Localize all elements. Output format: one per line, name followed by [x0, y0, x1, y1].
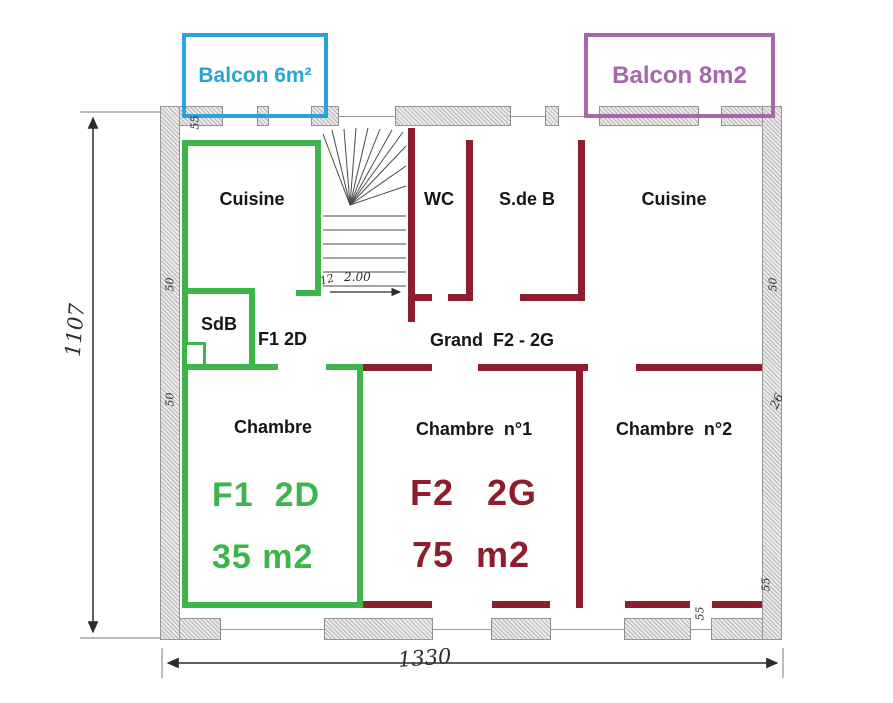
room-label-chambre-f1: Chambre: [233, 417, 313, 437]
f2-wc-wall-bottom-b: [448, 294, 473, 301]
wall-left: [160, 106, 180, 640]
staircase: [322, 127, 407, 287]
dim-stair-count: 12: [318, 271, 336, 288]
room-label-cuisine-left: Cuisine: [219, 189, 285, 209]
f2-hall-wall-a: [363, 364, 432, 371]
window: [432, 618, 492, 640]
f1-sdb-wall-right: [249, 288, 255, 370]
dim-left-lower: 50: [163, 392, 177, 407]
dim-wall-top-left: 55: [188, 115, 202, 130]
f2-wall-bottom-b: [492, 601, 550, 608]
f1-code: F1 2D: [212, 476, 321, 514]
room-label-chambre-1: Chambre n°1: [415, 419, 533, 439]
balcony-right-label: Balcon 8m2: [612, 61, 747, 89]
hall-label-f2: Grand F2 - 2G: [430, 330, 555, 350]
f2-hall-wall-c: [636, 364, 762, 371]
window: [220, 618, 325, 640]
room-label-cuisine-right: Cuisine: [641, 189, 707, 209]
unit-label-f1: F1 2D: [258, 329, 308, 349]
room-label-sdb: SdB: [201, 314, 237, 334]
window: [550, 618, 625, 640]
f2-wall-bottom-d: [712, 601, 762, 608]
f2-code: F2 2G: [410, 472, 538, 513]
f2-wall-bottom-a: [363, 601, 432, 608]
f2-wc-wall-bottom-a: [408, 294, 432, 301]
dim-overall-height: 1107: [60, 302, 90, 358]
balcony-right-box: Balcon 8m2: [584, 33, 775, 118]
balcony-left-box: Balcon 6m²: [182, 33, 328, 118]
f1-wall-top: [182, 140, 321, 146]
f1-wall-bottom: [182, 602, 363, 608]
f2-area: 75 m2: [412, 534, 531, 575]
f2-chambre-divider: [576, 364, 583, 608]
room-label-chambre-2: Chambre n°2: [615, 419, 733, 439]
dim-bottom-right: 55: [693, 606, 707, 621]
f2-wc-sdb-divider: [466, 140, 473, 298]
window: [338, 106, 396, 126]
window: [510, 106, 546, 126]
f1-wall-left: [182, 140, 188, 608]
wall-right: [762, 106, 782, 640]
f1-area: 35 m2: [212, 538, 314, 576]
f1-wall-stair-side: [315, 140, 321, 296]
room-label-wc: WC: [424, 189, 454, 209]
dim-right-upper: 50: [766, 277, 780, 292]
f2-sdb-wall-bottom: [520, 294, 585, 301]
dim-left-upper: 50: [163, 277, 177, 292]
f2-sdb-cuisine-divider: [578, 140, 585, 300]
f1-chambre-wall-top-a: [182, 364, 278, 370]
f2-wall-bottom-c: [625, 601, 690, 608]
window: [690, 618, 712, 640]
dim-stair-length: 2.00: [344, 270, 371, 284]
f1-wall-right: [357, 364, 363, 608]
balcony-left-label: Balcon 6m²: [198, 63, 312, 87]
dim-right-lower: 55: [759, 577, 773, 592]
f2-wc-wall-left: [408, 128, 415, 322]
f1-chambre-wall-top-b: [326, 364, 363, 370]
dim-overall-width: 1330: [397, 644, 453, 672]
f2-hall-wall-b: [478, 364, 588, 371]
room-label-salle-de-bain: S.de B: [498, 189, 555, 209]
f1-sdb-wall-top: [182, 288, 255, 294]
f1-wall-stair-foot: [296, 290, 321, 296]
